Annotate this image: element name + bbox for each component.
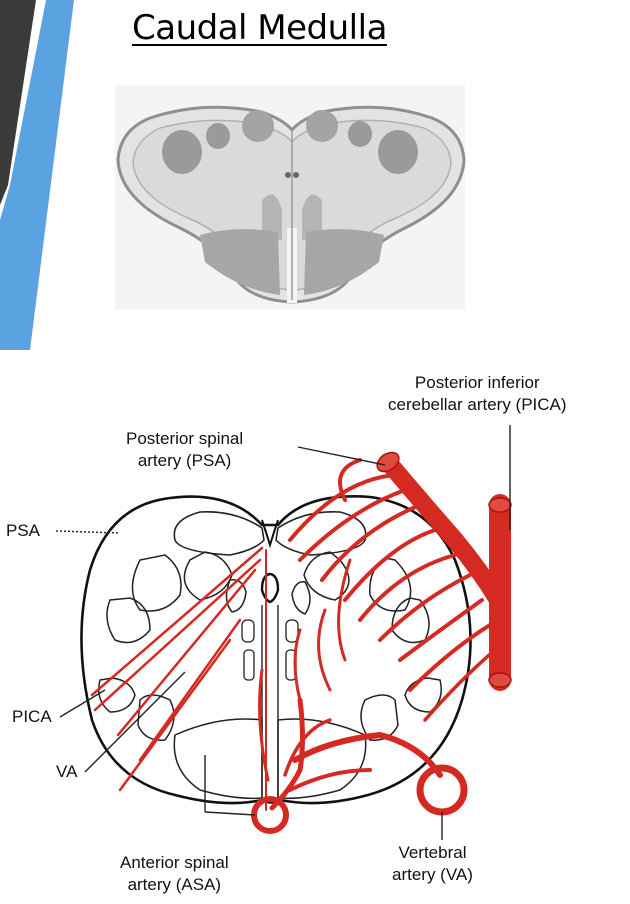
accent-stripe-blue [0,0,74,350]
label-psa-left: PSA [6,521,41,540]
slide-title: Caudal Medulla [132,8,387,48]
medulla-section-photo [115,85,466,310]
label-asa-bottom: Anterior spinal artery (ASA) [120,852,229,896]
leader-lines [55,425,511,840]
label-va-bottom-line2: artery (VA) [392,865,473,884]
label-pica-top-line1: Posterior inferior [414,373,540,392]
medulla-blood-supply-diagram [80,451,512,834]
label-va-bottom: Vertebral artery (VA) [392,842,473,886]
label-psa-top-line1: Posterior spinal [126,429,244,448]
label-psa-top-line2: artery (PSA) [137,451,232,470]
arteries [90,453,511,834]
accent-stripe-dark [0,0,36,205]
label-pica-left: PICA [12,707,52,726]
label-pica-top: Posterior inferior cerebellar artery (PI… [388,372,567,416]
label-va-bottom-line1: Vertebral [398,843,467,862]
accent-stripes [0,0,74,350]
label-pica-top-line2: cerebellar artery (PICA) [388,395,567,414]
label-asa-bottom-line1: Anterior spinal [120,853,229,872]
label-va-left: VA [56,762,78,781]
label-asa-bottom-line2: artery (ASA) [127,875,222,894]
label-psa-top: Posterior spinal artery (PSA) [126,428,243,472]
